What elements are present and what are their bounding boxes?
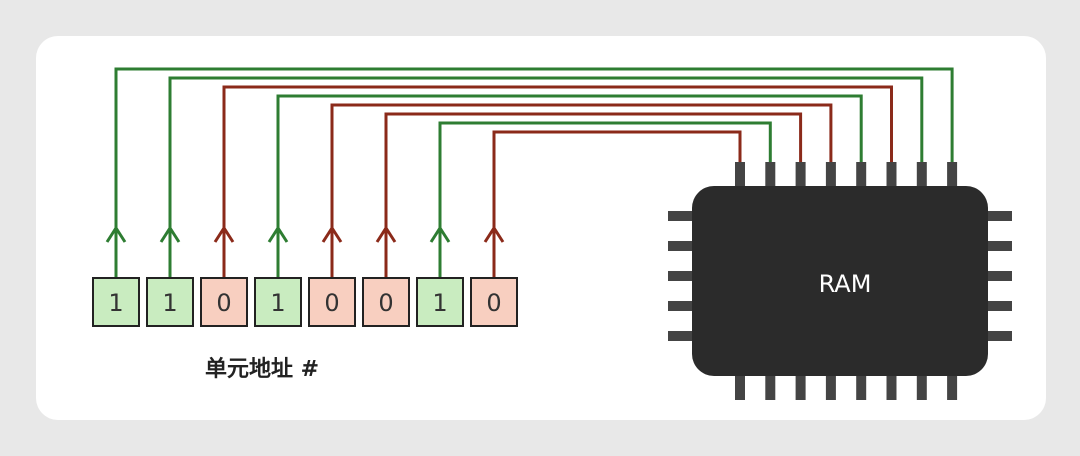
ram-chip: RAM	[668, 162, 1012, 400]
chip-pin	[986, 331, 1012, 341]
chip-pin	[825, 162, 836, 188]
chip-pin	[986, 271, 1012, 281]
address-line	[492, 130, 742, 278]
arrow-up-icon	[375, 225, 397, 243]
chip-pin	[668, 211, 694, 221]
chip-pin	[668, 241, 694, 251]
arrow-up-icon	[429, 225, 451, 243]
chip-pin	[668, 331, 694, 341]
chip-pin	[986, 241, 1012, 251]
arrow-up-icon	[321, 225, 343, 243]
address-line	[438, 121, 772, 278]
bit-cell	[308, 277, 356, 327]
address-line	[276, 94, 863, 278]
bit-cell	[254, 277, 302, 327]
arrow-up-icon	[483, 225, 505, 243]
chip-pin	[886, 162, 897, 188]
arrow-up-icon	[105, 225, 127, 243]
bit-cell	[92, 277, 140, 327]
bit-value: 1	[162, 289, 177, 317]
chip-pin	[668, 271, 694, 281]
chip-pin	[735, 162, 745, 188]
chip-pin	[886, 374, 897, 400]
chip-pin	[795, 374, 806, 400]
bit-value: 0	[324, 289, 339, 317]
address-line	[168, 76, 924, 278]
chip-label: RAM	[819, 270, 872, 298]
address-line	[384, 112, 803, 278]
bit-value: 1	[108, 289, 123, 317]
arrow-up-icon	[213, 225, 235, 243]
bit-value: 0	[216, 289, 231, 317]
address-line	[330, 103, 833, 278]
chip-pin	[916, 162, 927, 188]
chip-pin	[735, 374, 745, 400]
address-wires	[105, 67, 954, 278]
address-line	[222, 85, 893, 278]
arrow-up-icon	[267, 225, 289, 243]
chip-pin	[916, 374, 927, 400]
chip-pin	[765, 374, 776, 400]
address-register: 1 1 0 1 0 0 1 0	[92, 277, 518, 327]
chip-body	[692, 186, 988, 376]
chip-pin	[856, 162, 867, 188]
bit-cell	[362, 277, 410, 327]
chip-pin	[668, 301, 694, 311]
bit-cell	[416, 277, 464, 327]
chip-pin	[947, 162, 958, 188]
chip-pin	[765, 162, 776, 188]
caption-cell-address: 单元地址 #	[205, 357, 319, 382]
chip-pin	[856, 374, 867, 400]
chip-pins	[668, 162, 1012, 400]
arrow-up-icon	[159, 225, 181, 243]
bit-value: 0	[486, 289, 501, 317]
address-line	[114, 67, 954, 278]
chip-pin	[986, 301, 1012, 311]
chip-pin	[986, 211, 1012, 221]
chip-pin	[947, 374, 958, 400]
chip-pin	[795, 162, 806, 188]
bit-cell	[146, 277, 194, 327]
bit-value: 1	[432, 289, 447, 317]
bit-value: 1	[270, 289, 285, 317]
bit-value: 0	[378, 289, 393, 317]
bit-cell	[200, 277, 248, 327]
bit-cell	[470, 277, 518, 327]
chip-pin	[825, 374, 836, 400]
